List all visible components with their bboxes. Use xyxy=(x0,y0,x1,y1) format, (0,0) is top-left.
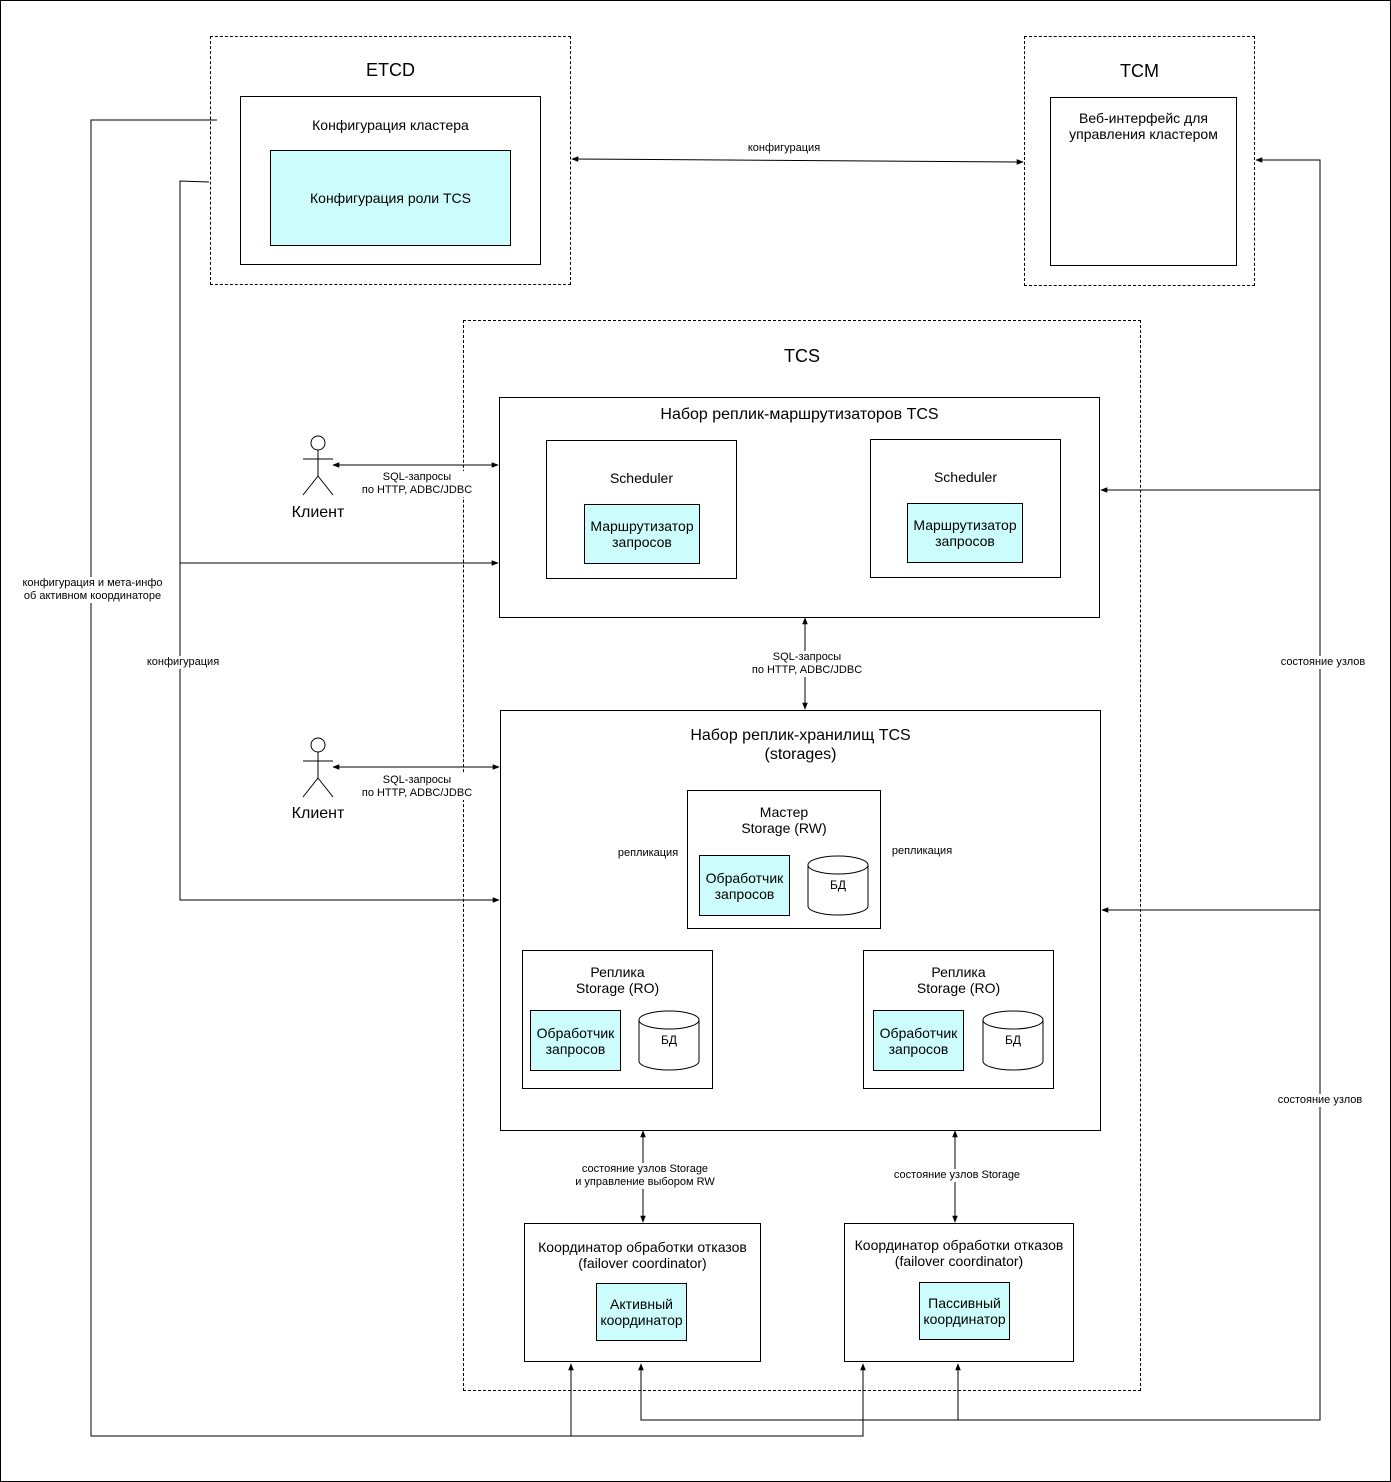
query-router-1: Маршрутизатор запросов xyxy=(584,504,700,564)
passive-coordinator-title: Координатор обработки отказов (failover … xyxy=(854,1237,1064,1269)
client-1-figure xyxy=(302,435,334,496)
router-replicaset-title: Набор реплик-маршрутизаторов TCS xyxy=(660,406,939,423)
tcs-role-config: Конфигурация роли TCS xyxy=(270,150,511,246)
node-state-label-2: состояние узлов xyxy=(1270,1094,1370,1107)
router-storage-sql-label: SQL-запросы по HTTP, ADBC/JDBC xyxy=(745,651,869,677)
client-2-label: Клиент xyxy=(291,805,345,822)
client-1-sql-label: SQL-запросы по HTTP, ADBC/JDBC xyxy=(356,471,478,497)
config-left-line xyxy=(179,180,500,903)
master-db: БД xyxy=(807,855,869,916)
master-query-handler: Обработчик запросов xyxy=(699,855,790,916)
active-coordinator-state: Активный координатор xyxy=(596,1283,687,1341)
etcd-tcm-label: конфигурация xyxy=(734,142,834,155)
replica-1-db-label: БД xyxy=(660,1033,677,1047)
config-meta-label: конфигурация и мета-инфо об активном коо… xyxy=(15,577,170,603)
node-state-line xyxy=(638,157,1321,1421)
node-state-label-1: состояние узлов xyxy=(1273,656,1373,669)
client-2-sql-label: SQL-запросы по HTTP, ADBC/JDBC xyxy=(356,774,478,800)
replica-2-db: БД xyxy=(982,1010,1044,1071)
replica-storage-1-title: Реплика Storage (RO) xyxy=(575,964,660,996)
client-1-label: Клиент xyxy=(291,504,345,521)
replication-right-label: репликация xyxy=(891,845,953,857)
database-icon xyxy=(807,855,869,916)
client-2-figure xyxy=(302,737,334,798)
tcs-container xyxy=(463,320,1141,1391)
master-db-label: БД xyxy=(829,878,846,892)
config-meta-line xyxy=(90,119,866,1437)
replica-2-query-handler: Обработчик запросов xyxy=(873,1010,964,1071)
replica-storage-2-title: Реплика Storage (RO) xyxy=(916,964,1001,996)
query-router-2: Маршрутизатор запросов xyxy=(907,503,1023,563)
master-storage-title: Мастер Storage (RW) xyxy=(741,804,827,836)
passive-coordinator-state: Пассивный координатор xyxy=(919,1282,1010,1340)
database-icon xyxy=(638,1010,700,1071)
tcm-web-ui-label: Веб-интерфейс для управления кластером xyxy=(1069,110,1218,142)
config-left-label: конфигурация xyxy=(140,656,226,669)
cluster-config-label: Конфигурация кластера xyxy=(312,117,469,133)
storage-state-label: состояние узлов Storage xyxy=(885,1169,1029,1182)
storage-replicaset-title: Набор реплик-хранилищ TCS (storages) xyxy=(690,727,911,763)
etcd-title: ETCD xyxy=(366,60,415,80)
active-coordinator-title: Координатор обработки отказов (failover … xyxy=(538,1239,747,1271)
replica-1-db: БД xyxy=(638,1010,700,1071)
replica-1-query-handler: Обработчик запросов xyxy=(530,1010,621,1071)
storage-state-rw-label: состояние узлов Storage и управление выб… xyxy=(566,1163,724,1189)
scheduler-1-title: Scheduler xyxy=(609,470,674,486)
database-icon xyxy=(982,1010,1044,1071)
tcm-container xyxy=(1024,36,1255,286)
etcd-container xyxy=(210,36,571,285)
tcs-title: TCS xyxy=(784,346,820,366)
replica-2-db-label: БД xyxy=(1004,1033,1021,1047)
scheduler-2-title: Scheduler xyxy=(933,469,998,485)
replication-left-label: репликация xyxy=(617,847,679,859)
tcm-web-ui-box xyxy=(1050,97,1237,266)
etcd-tcm-arrow xyxy=(571,156,1024,165)
tcm-title: TCM xyxy=(1120,61,1159,81)
